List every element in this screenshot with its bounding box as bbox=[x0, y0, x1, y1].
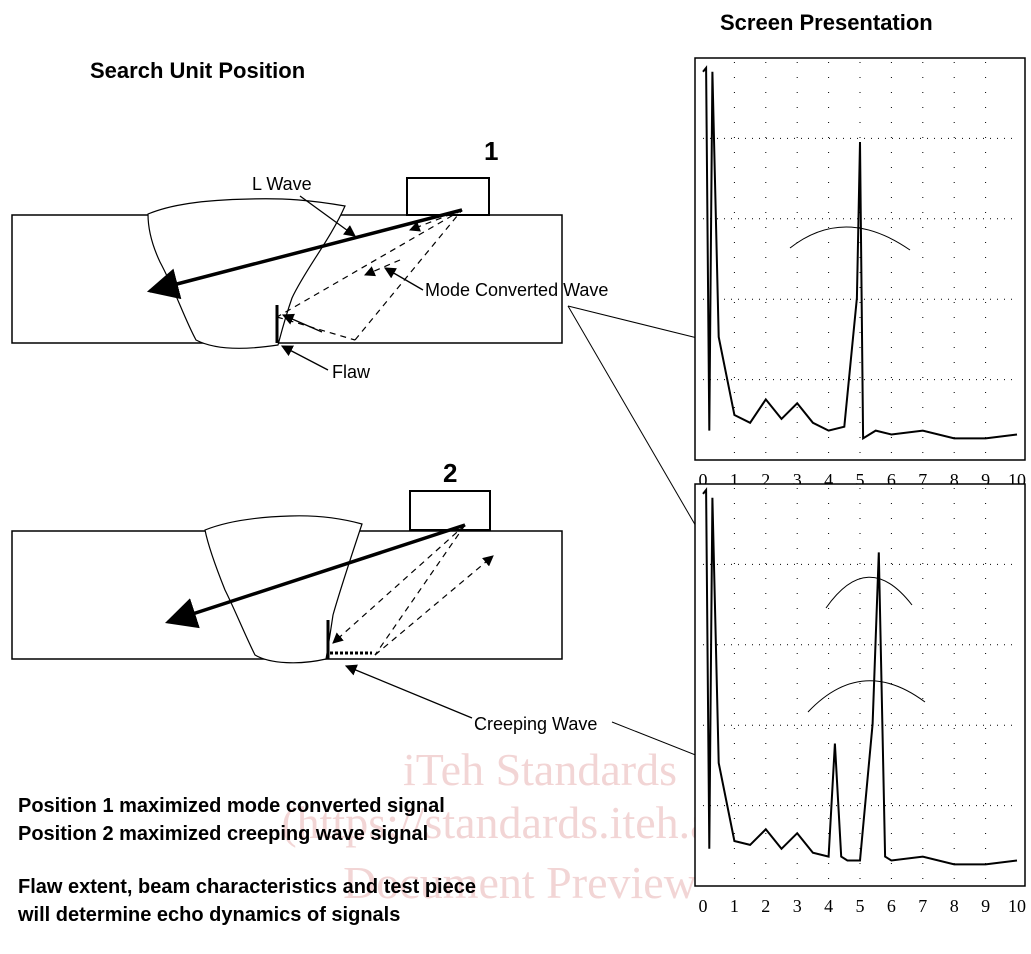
creeping-wave-label: Creeping Wave bbox=[474, 714, 597, 734]
creep-path-2b bbox=[374, 555, 494, 656]
search-unit-1 bbox=[406, 177, 490, 216]
x-tick-label: 4 bbox=[824, 470, 833, 490]
l-wave-label: L Wave bbox=[252, 174, 312, 194]
l-wave-arrow-2 bbox=[165, 523, 466, 629]
x-tick-label: 1 bbox=[730, 470, 739, 490]
flaw-pointer bbox=[280, 345, 329, 371]
mode-path-1a bbox=[276, 209, 463, 318]
x-tick-label: 5 bbox=[856, 470, 865, 490]
x-tick-label: 9 bbox=[981, 470, 990, 490]
note-line-4: will determine echo dynamics of signals bbox=[17, 904, 400, 926]
flaw-label: Flaw bbox=[332, 362, 371, 382]
x-tick-label: 9 bbox=[981, 896, 990, 916]
test-piece-1: 1 bbox=[11, 136, 563, 349]
mode-path-1-arrow-mid bbox=[364, 259, 401, 277]
watermark-line-2: (https://standards.iteh.ai) bbox=[281, 797, 738, 848]
watermark-line-3: Document Preview bbox=[343, 857, 698, 908]
screen-1-peak-envelope bbox=[789, 226, 911, 251]
note-line-3: Flaw extent, beam characteristics and te… bbox=[18, 876, 476, 898]
x-tick-label: 5 bbox=[856, 896, 865, 916]
position-2-label: 2 bbox=[443, 458, 457, 488]
creep-path-2a bbox=[374, 524, 466, 656]
x-tick-label: 6 bbox=[887, 470, 896, 490]
x-tick-label: 1 bbox=[730, 896, 739, 916]
screen-2-trace bbox=[702, 487, 1018, 866]
x-tick-label: 2 bbox=[761, 470, 770, 490]
note-line-1: Position 1 maximized mode converted sign… bbox=[18, 795, 445, 817]
x-tick-label: 0 bbox=[699, 896, 708, 916]
mode-path-1c bbox=[354, 209, 463, 341]
mode-label-pointer bbox=[383, 267, 424, 291]
l-wave-pointer bbox=[299, 195, 356, 237]
search-unit-2 bbox=[409, 490, 491, 531]
screen-2-x-ticks: 0 1 2 3 4 5 6 7 8 9 10 bbox=[699, 896, 1027, 916]
x-tick-label: 10 bbox=[1008, 896, 1026, 916]
weld-bead-2 bbox=[204, 515, 363, 664]
mode-path-1-arrow-top bbox=[408, 209, 463, 232]
x-tick-label: 8 bbox=[950, 470, 959, 490]
mode-path-1b bbox=[276, 316, 356, 341]
x-tick-label: 3 bbox=[793, 470, 802, 490]
x-tick-label: 4 bbox=[824, 896, 833, 916]
search-unit-position-heading: Search Unit Position bbox=[90, 58, 305, 83]
x-tick-label: 6 bbox=[887, 896, 896, 916]
screen-1-frame bbox=[694, 57, 1026, 461]
position-1-label: 1 bbox=[484, 136, 498, 166]
mode-converted-wave-label: Mode Converted Wave bbox=[425, 280, 608, 300]
creep-path-2c bbox=[332, 524, 466, 644]
note-line-2: Position 2 maximized creeping wave signa… bbox=[18, 823, 428, 845]
x-tick-label: 7 bbox=[918, 896, 927, 916]
screen-2-peak-envelope-2 bbox=[825, 576, 913, 609]
watermark: iTeh Standards (https://standards.iteh.a… bbox=[281, 744, 738, 908]
screen-2-frame bbox=[694, 483, 1026, 887]
creeping-pointer bbox=[344, 664, 473, 719]
watermark-line-1: iTeh Standards bbox=[403, 744, 677, 795]
flaw-tip-pointer bbox=[281, 313, 323, 333]
screen-presentation-heading: Screen Presentation bbox=[720, 10, 933, 35]
x-tick-label: 7 bbox=[918, 470, 927, 490]
x-tick-label: 3 bbox=[793, 896, 802, 916]
x-tick-label: 2 bbox=[761, 896, 770, 916]
test-piece-2: 2 bbox=[11, 458, 563, 664]
weld-bead-1 bbox=[147, 198, 346, 349]
x-tick-label: 8 bbox=[950, 896, 959, 916]
screen-1-trace bbox=[702, 65, 1018, 441]
a-scan-screen-2: 0 1 2 3 4 5 6 7 8 9 10 bbox=[694, 483, 1027, 916]
x-tick-label: 0 bbox=[699, 470, 708, 490]
screen-2-peak-envelope-1 bbox=[807, 680, 926, 713]
